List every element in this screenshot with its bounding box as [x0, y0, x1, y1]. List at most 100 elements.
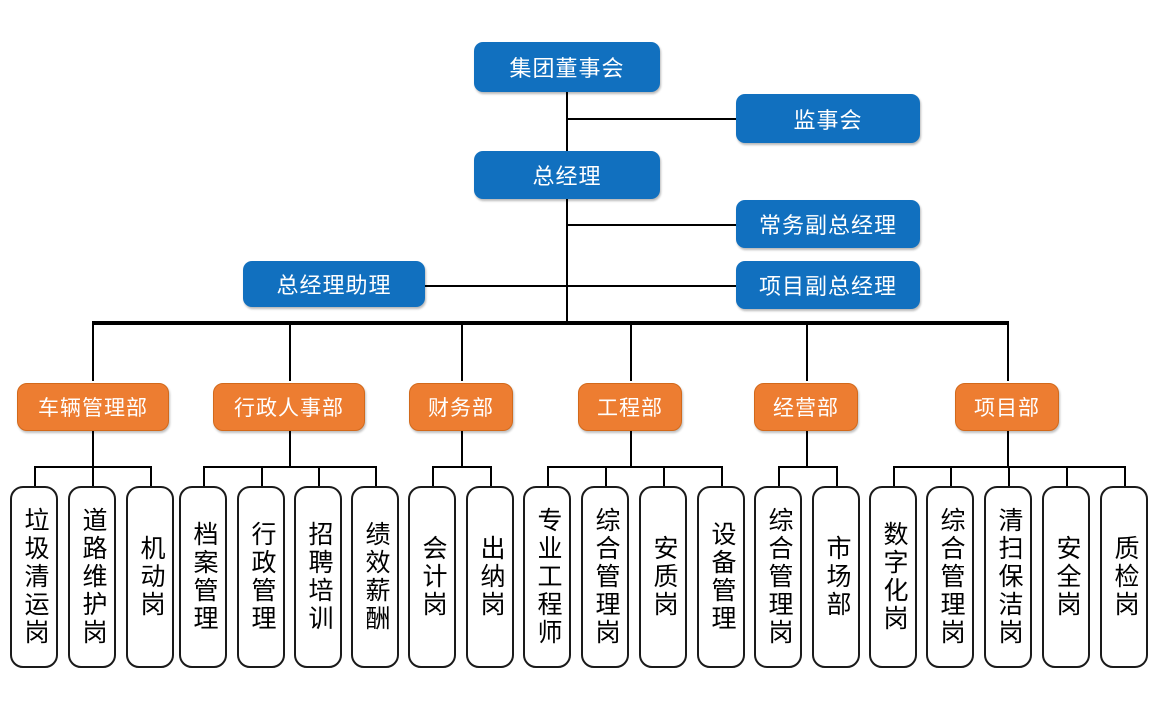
connector-gm-spine-to-exec-vice-gm [566, 224, 736, 226]
department-bus-bar [92, 321, 1009, 325]
post-label: 专业工程师 [534, 507, 561, 647]
post-box[interactable]: 出纳岗 [466, 486, 514, 668]
post-label: 档案管理 [190, 521, 217, 633]
post-bar-dept3 [432, 466, 491, 468]
node-board-label: 集团董事会 [509, 56, 625, 81]
node-executive-vice-gm[interactable]: 常务副总经理 [736, 200, 920, 248]
post-box[interactable]: 专业工程师 [523, 486, 571, 668]
department-stem-5 [806, 321, 808, 381]
post-drop-4-3 [663, 466, 665, 488]
post-label: 安质岗 [650, 535, 677, 619]
post-label: 会计岗 [419, 535, 446, 619]
connector-gm-assistant-to-spine [425, 285, 566, 287]
post-bar-dept4 [547, 466, 722, 468]
post-drop-3-1 [432, 466, 434, 488]
post-drop-2-3 [318, 466, 320, 488]
department-stem-3 [461, 321, 463, 381]
post-drop-1-1 [34, 466, 36, 488]
post-drop-3-2 [490, 466, 492, 488]
post-drop-5-2 [836, 466, 838, 488]
post-box[interactable]: 垃圾清运岗 [10, 486, 58, 668]
node-gm-assistant-label: 总经理助理 [276, 273, 392, 298]
post-stem-dept3 [461, 431, 463, 468]
post-box[interactable]: 综合管理岗 [926, 486, 974, 668]
post-stem-dept5 [806, 431, 808, 468]
department-admin-hr[interactable]: 行政人事部 [213, 383, 365, 431]
department-label: 工程部 [597, 396, 663, 420]
post-box[interactable]: 绩效薪酬 [351, 486, 399, 668]
post-box[interactable]: 市场部 [812, 486, 860, 668]
department-operations[interactable]: 经营部 [754, 383, 858, 431]
post-drop-2-1 [203, 466, 205, 488]
post-drop-1-3 [150, 466, 152, 488]
post-stem-dept4 [630, 431, 632, 468]
post-label: 招聘培训 [305, 521, 332, 633]
connector-board-to-gm [566, 92, 568, 151]
post-box[interactable]: 综合管理岗 [754, 486, 802, 668]
post-box[interactable]: 会计岗 [408, 486, 456, 668]
post-box[interactable]: 道路维护岗 [68, 486, 116, 668]
node-general-manager-label: 总经理 [532, 164, 602, 189]
post-label: 综合管理岗 [765, 507, 792, 647]
node-general-manager[interactable]: 总经理 [474, 151, 660, 199]
post-stem-dept6 [1007, 431, 1009, 468]
post-box[interactable]: 安质岗 [639, 486, 687, 668]
post-drop-6-3 [1008, 466, 1010, 488]
department-project[interactable]: 项目部 [955, 383, 1059, 431]
post-box[interactable]: 质检岗 [1100, 486, 1148, 668]
post-box[interactable]: 机动岗 [126, 486, 174, 668]
node-board[interactable]: 集团董事会 [474, 42, 660, 92]
post-box[interactable]: 清扫保洁岗 [984, 486, 1032, 668]
department-label: 项目部 [974, 396, 1040, 420]
node-supervisors-label: 监事会 [793, 107, 863, 133]
node-project-vice-gm-label: 项目副总经理 [758, 274, 897, 299]
node-gm-assistant[interactable]: 总经理助理 [243, 261, 425, 307]
connector-gm-spine-to-supervisors [566, 118, 736, 120]
connector-gm-to-bus [566, 199, 568, 322]
department-label: 财务部 [428, 396, 494, 420]
post-label: 市场部 [823, 535, 850, 619]
post-drop-6-2 [950, 466, 952, 488]
post-box[interactable]: 数字化岗 [869, 486, 917, 668]
department-stem-2 [289, 321, 291, 381]
department-label: 车辆管理部 [38, 396, 148, 420]
connector-gm-spine-to-project-vice-gm [566, 285, 736, 287]
department-finance[interactable]: 财务部 [409, 383, 513, 431]
post-drop-4-2 [605, 466, 607, 488]
post-label: 安全岗 [1053, 535, 1080, 619]
node-supervisors[interactable]: 监事会 [736, 94, 920, 143]
post-drop-4-1 [547, 466, 549, 488]
post-drop-5-1 [778, 466, 780, 488]
department-label: 行政人事部 [234, 396, 344, 420]
post-drop-6-5 [1124, 466, 1126, 488]
post-stem-dept1 [92, 431, 94, 468]
post-label: 行政管理 [248, 521, 275, 633]
post-box[interactable]: 安全岗 [1042, 486, 1090, 668]
post-label: 综合管理岗 [592, 507, 619, 647]
post-label: 数字化岗 [880, 521, 907, 633]
post-box[interactable]: 档案管理 [179, 486, 227, 668]
post-label: 道路维护岗 [79, 507, 106, 647]
post-drop-6-4 [1066, 466, 1068, 488]
department-vehicle-management[interactable]: 车辆管理部 [17, 383, 169, 431]
post-label: 机动岗 [137, 535, 164, 619]
post-box[interactable]: 行政管理 [237, 486, 285, 668]
post-drop-6-1 [893, 466, 895, 488]
post-label: 综合管理岗 [937, 507, 964, 647]
department-engineering[interactable]: 工程部 [578, 383, 682, 431]
post-box[interactable]: 招聘培训 [294, 486, 342, 668]
department-label: 经营部 [773, 396, 839, 420]
post-drop-2-2 [261, 466, 263, 488]
post-bar-dept2 [203, 466, 377, 468]
post-drop-2-4 [375, 466, 377, 488]
node-executive-vice-gm-label: 常务副总经理 [758, 213, 897, 238]
department-stem-1 [92, 321, 94, 381]
node-project-vice-gm[interactable]: 项目副总经理 [736, 261, 920, 309]
post-box[interactable]: 设备管理 [697, 486, 745, 668]
post-box[interactable]: 综合管理岗 [581, 486, 629, 668]
post-label: 绩效薪酬 [362, 521, 389, 633]
post-drop-4-4 [721, 466, 723, 488]
department-stem-6 [1007, 321, 1009, 381]
department-stem-4 [630, 321, 632, 381]
